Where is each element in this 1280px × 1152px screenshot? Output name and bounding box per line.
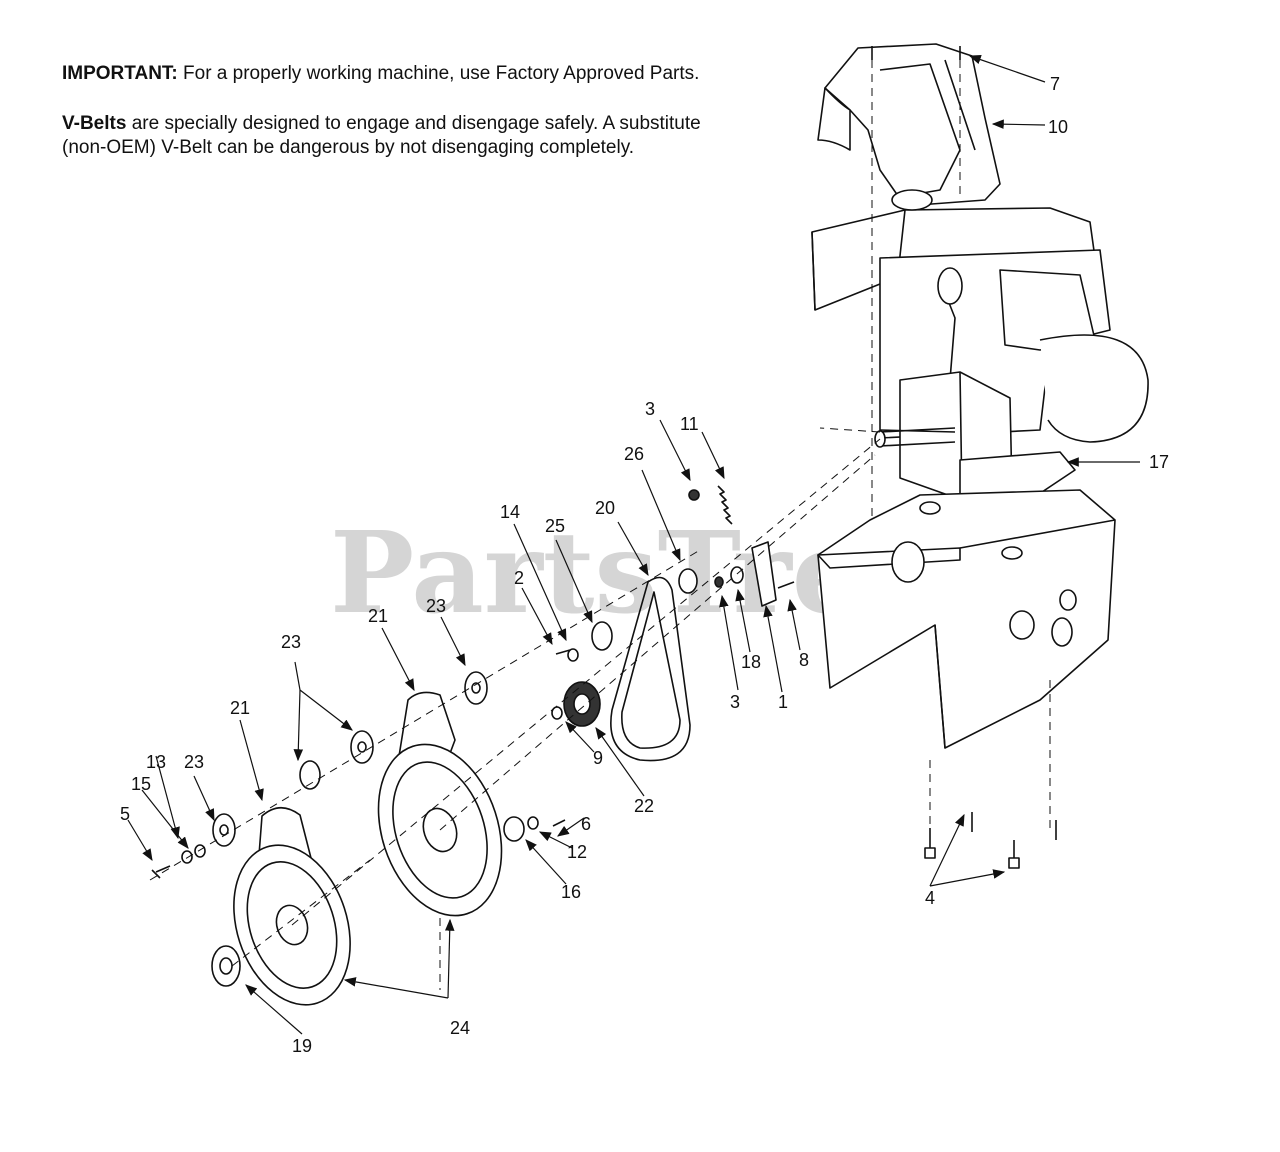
callout-5: 5 bbox=[120, 804, 130, 824]
washer-2 bbox=[567, 648, 579, 662]
callout-9: 9 bbox=[593, 748, 603, 768]
idler-pulley-22 bbox=[563, 681, 601, 727]
callout-3-bottom: 3 bbox=[730, 692, 740, 712]
callout-21-lower: 21 bbox=[230, 698, 250, 718]
callout-16: 16 bbox=[561, 882, 581, 902]
callout-22: 22 bbox=[634, 796, 654, 816]
washer-23-a bbox=[464, 671, 488, 705]
engine-assembly bbox=[811, 43, 1149, 521]
bolt-5 bbox=[151, 865, 171, 879]
nut-3b bbox=[714, 576, 724, 588]
washer-26 bbox=[678, 568, 698, 594]
callout-2: 2 bbox=[514, 568, 524, 588]
callout-8: 8 bbox=[799, 650, 809, 670]
callout-21-upper: 21 bbox=[368, 606, 388, 626]
callout-18: 18 bbox=[741, 652, 761, 672]
callout-23-upper: 23 bbox=[426, 596, 446, 616]
callout-23-lower: 23 bbox=[184, 752, 204, 772]
important-text: For a properly working machine, use Fact… bbox=[177, 63, 700, 84]
important-label: IMPORTANT: bbox=[62, 63, 178, 84]
assembly-axes bbox=[149, 60, 1051, 990]
important-note: IMPORTANT: For a properly working machin… bbox=[62, 62, 699, 86]
bolt-6 bbox=[552, 819, 566, 827]
callout-17: 17 bbox=[1149, 452, 1169, 472]
callout-14: 14 bbox=[500, 502, 520, 522]
vbelts-label: V-Belts bbox=[62, 113, 127, 134]
nut-9 bbox=[551, 706, 563, 720]
washer-18 bbox=[730, 566, 744, 584]
v-belt-20 bbox=[610, 576, 691, 762]
callout-20: 20 bbox=[595, 498, 615, 518]
callout-23-middle: 23 bbox=[281, 632, 301, 652]
callout-7: 7 bbox=[1050, 74, 1060, 94]
nut-3a bbox=[688, 489, 700, 501]
callout-11: 11 bbox=[680, 414, 699, 434]
washer-25 bbox=[591, 621, 613, 651]
callout-26: 26 bbox=[624, 444, 644, 464]
callout-6: 6 bbox=[581, 814, 591, 834]
vbelts-note: V-Belts are specially designed to engage… bbox=[62, 112, 742, 160]
bolt-14 bbox=[555, 649, 571, 655]
callout-15: 15 bbox=[131, 774, 151, 794]
washer-16 bbox=[503, 816, 525, 842]
bolt-8 bbox=[777, 581, 795, 589]
callout-1: 1 bbox=[778, 692, 788, 712]
spacer-21 bbox=[299, 760, 321, 790]
pulley-19 bbox=[211, 945, 241, 987]
washer-15 bbox=[181, 850, 193, 864]
callout-25: 25 bbox=[545, 516, 565, 536]
callout-3-top: 3 bbox=[645, 399, 655, 419]
washer-13 bbox=[194, 844, 206, 858]
bracket-1 bbox=[751, 541, 777, 607]
callout-24: 24 bbox=[450, 1018, 470, 1038]
callout-19: 19 bbox=[292, 1036, 312, 1056]
washer-23-b bbox=[350, 730, 374, 764]
washer-12 bbox=[527, 816, 539, 830]
callout-12: 12 bbox=[567, 842, 587, 862]
callout-4: 4 bbox=[925, 888, 935, 908]
callout-labels: 7 10 17 3 11 26 14 25 20 2 21 23 23 21 1… bbox=[120, 74, 1169, 1056]
vbelts-text: are specially designed to engage and dis… bbox=[62, 113, 701, 158]
callout-13: 13 bbox=[146, 752, 166, 772]
frame-panel bbox=[817, 489, 1116, 749]
washer-23-c bbox=[212, 813, 236, 847]
spring-11 bbox=[717, 485, 733, 525]
leader-lines bbox=[127, 55, 1140, 1035]
callout-10: 10 bbox=[1048, 117, 1068, 137]
